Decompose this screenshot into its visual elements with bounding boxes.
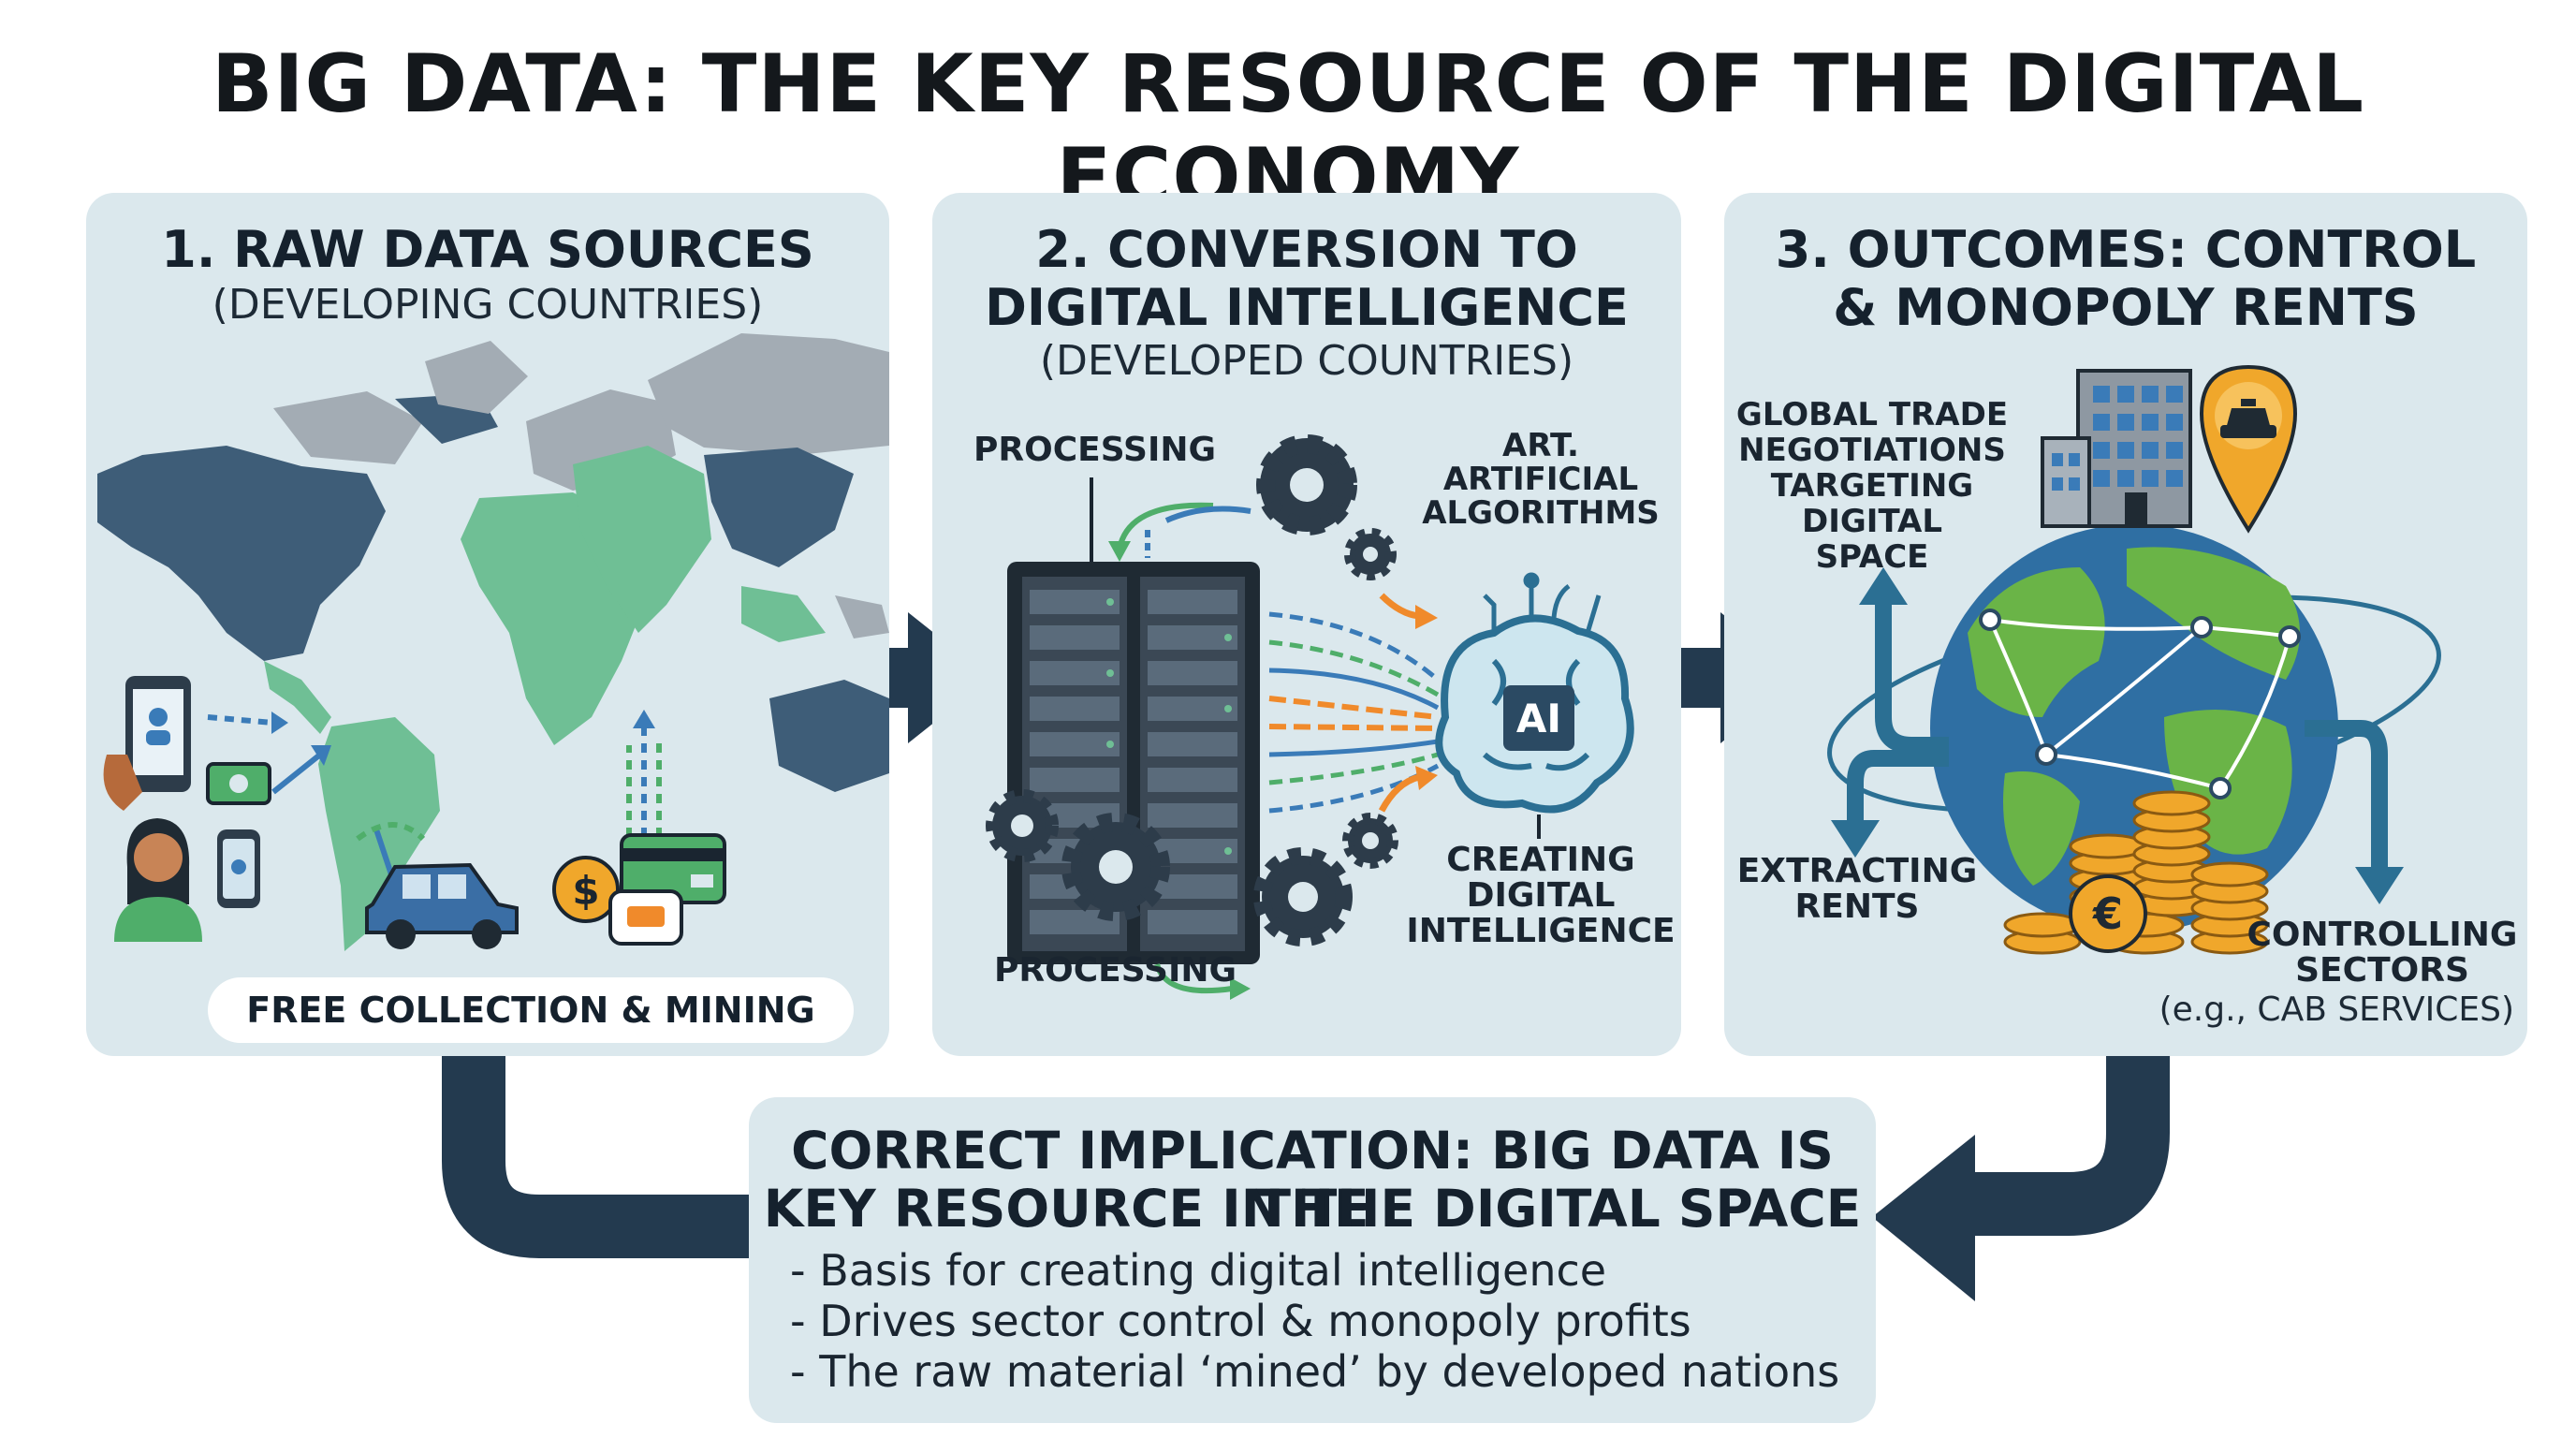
- australia-shape: [769, 680, 889, 792]
- creating-intelligence-label: CREATING DIGITAL INTELLIGENCE: [1400, 843, 1681, 949]
- creating-line1: CREATING: [1446, 841, 1635, 879]
- payment-card-icon: [620, 833, 726, 904]
- greenland-shape: [425, 341, 528, 414]
- taxi-pin-icon: [2199, 364, 2298, 534]
- creating-line2: DIGITAL: [1466, 876, 1616, 915]
- svg-text:$: $: [572, 868, 599, 914]
- trade-line1: GLOBAL TRADE: [1735, 396, 2009, 433]
- panel-conversion: 2. CONVERSION TO DIGITAL INTELLIGENCE (D…: [932, 193, 1681, 1056]
- control-line2: SECTORS: [2295, 951, 2469, 990]
- ai-chip-icon: [1503, 685, 1574, 751]
- processing-top-label: PROCESSING: [973, 431, 1217, 469]
- car-icon: [365, 862, 519, 949]
- data-streams: [1268, 593, 1440, 814]
- panel-2-heading-line2: DIGITAL INTELLIGENCE: [985, 278, 1629, 337]
- gear-right-small-icon: [1342, 813, 1398, 869]
- processing-bottom-label: PROCESSING: [994, 951, 1237, 990]
- person-icon: [114, 818, 202, 942]
- globe-icon: [1930, 524, 2338, 932]
- gear-bottom-left-icon: [986, 789, 1059, 862]
- implication-title-line1: CORRECT IMPLICATION: BIG DATA IS THE: [791, 1121, 1834, 1239]
- algorithms-label: ART. ARTIFICIAL ALGORITHMS: [1419, 429, 1662, 530]
- north-america-shape: [97, 446, 386, 661]
- wallet-icon: [608, 889, 683, 946]
- extract-down-arrow: [1847, 750, 1949, 829]
- arrow-elbow-right-head: [1872, 1135, 1975, 1301]
- arrow-elbow-right: [1966, 1056, 2170, 1236]
- server-rack-icon: [1007, 562, 1260, 964]
- extract-line1: EXTRACTING: [1736, 852, 1978, 890]
- panel-outcomes: 3. OUTCOMES: CONTROL & MONOPOLY RENTS: [1724, 193, 2527, 1056]
- algorithms-line2: ARTIFICIAL: [1442, 461, 1639, 498]
- control-line1: CONTROLLING: [2247, 916, 2518, 954]
- trade-line2: NEGOTIATIONS: [1738, 432, 2006, 469]
- ai-chip-label: AI: [1515, 696, 1562, 741]
- control-down-arrow: [2305, 720, 2388, 876]
- controlling-sectors-label: CONTROLLING SECTORS: [2247, 917, 2518, 989]
- panel-3-heading-line1: 3. OUTCOMES: CONTROL: [1775, 220, 2477, 279]
- trade-negotiations-label: GLOBAL TRADE NEGOTIATIONS TARGETING DIGI…: [1732, 397, 2012, 575]
- implication-bullet: - Drives sector control & monopoly profi…: [790, 1296, 1691, 1346]
- implication-bullet: - The raw material ‘mined’ by developed …: [790, 1346, 1840, 1397]
- gear-bottom-right-icon: [1253, 847, 1353, 946]
- panel-3-heading-line2: & MONOPOLY RENTS: [1833, 278, 2419, 337]
- gear-icon: [1256, 434, 1357, 536]
- arrow-elbow-left: [442, 1056, 749, 1258]
- circuit-icon: [1483, 572, 1602, 634]
- panel-raw-data-sources: 1. RAW DATA SOURCES (DEVELOPING COUNTRIE…: [86, 193, 889, 1056]
- algorithms-line3: ALGORITHMS: [1422, 494, 1660, 532]
- dollar-coin-icon: $: [552, 856, 620, 923]
- gear-small-icon: [1344, 528, 1397, 580]
- panel-2-subheading: (DEVELOPED COUNTRIES): [1039, 337, 1574, 385]
- building-icon: [2041, 369, 2192, 528]
- creating-line3: INTELLIGENCE: [1406, 912, 1676, 950]
- trade-line3: TARGETING: [1770, 467, 1974, 505]
- processing-illustration: [986, 434, 1634, 1000]
- algorithms-line1: ART.: [1502, 427, 1579, 464]
- trade-line4: DIGITAL: [1802, 503, 1942, 540]
- smartphone-icon: [217, 829, 260, 908]
- main-title: BIG DATA: THE KEY RESOURCE OF THE DIGITA…: [211, 37, 2365, 225]
- euro-symbol: €: [2092, 888, 2123, 939]
- implication-box: CORRECT IMPLICATION: BIG DATA IS THE KEY…: [749, 1097, 1876, 1423]
- panel-2-heading-line1: 2. CONVERSION TO: [1035, 220, 1578, 279]
- world-map-illustration: $: [97, 333, 889, 951]
- free-collection-label: FREE COLLECTION & MINING: [208, 977, 854, 1043]
- gear-bottom-icon: [1061, 813, 1170, 921]
- globe-illustration: €: [1827, 364, 2441, 955]
- extracting-rents-label: EXTRACTING RENTS: [1735, 854, 1979, 925]
- phone-hand-icon: [103, 676, 191, 811]
- euro-coin-icon: €: [2069, 874, 2147, 953]
- implication-bullet: - Basis for creating digital intelligenc…: [790, 1245, 1607, 1296]
- extract-line2: RENTS: [1794, 888, 1920, 926]
- cash-icon: [206, 762, 271, 805]
- implication-title-line2: KEY RESOURCE IN THE DIGITAL SPACE: [763, 1179, 1862, 1239]
- trade-line5: SPACE: [1815, 538, 1929, 576]
- panel-1-subheading: (DEVELOPING COUNTRIES): [212, 281, 764, 329]
- east-asia-shape: [704, 448, 854, 567]
- india-shape: [573, 446, 711, 633]
- cab-services-note: (e.g., CAB SERVICES): [2159, 990, 2514, 1029]
- panel-1-heading: 1. RAW DATA SOURCES: [161, 220, 814, 279]
